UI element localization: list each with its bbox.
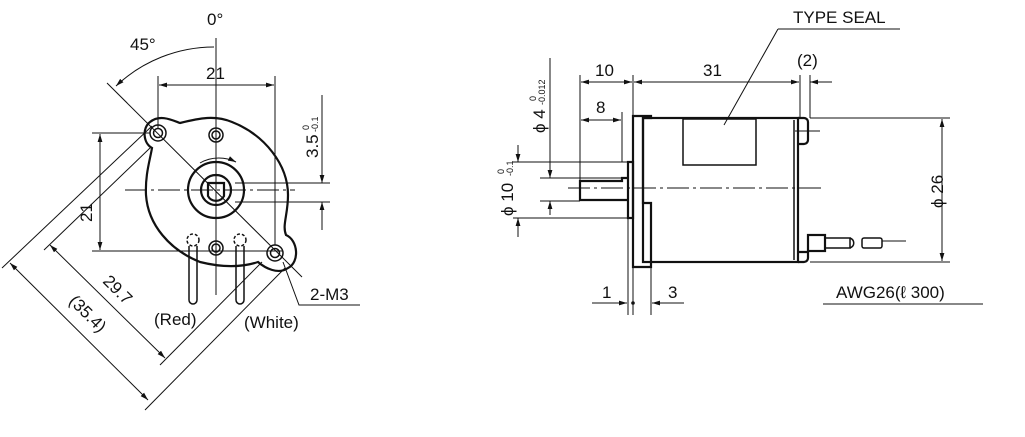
diagonal-pitch-label: 29.7 <box>99 271 136 308</box>
lead-wire-label: AWG26(ℓ 300) <box>836 283 945 302</box>
angle-arc <box>115 46 215 87</box>
overall-diagonal-label: (35.4) <box>65 291 110 336</box>
angle-zero-label: 0° <box>207 10 223 29</box>
type-seal-leader <box>723 28 779 126</box>
svg-text:-0.1: -0.1 <box>505 160 515 176</box>
wire-red <box>186 233 200 305</box>
lead-wire <box>806 233 906 253</box>
boss-thickness-label: 1 <box>602 283 611 302</box>
hole-pitch-h-label: 21 <box>206 64 225 83</box>
svg-text:3.5: 3.5 <box>303 134 322 158</box>
motor-body <box>641 116 800 264</box>
end-cap-bottom <box>798 250 810 264</box>
shaft-dia-dim: ϕ 4 0 -0.012 <box>528 79 549 133</box>
type-seal-area <box>682 118 757 166</box>
svg-text:ϕ 10: ϕ 10 <box>498 183 517 216</box>
shaft-usable-label: 8 <box>596 98 605 117</box>
rotation-arrow <box>199 156 237 164</box>
body-dia-label: ϕ 26 <box>928 175 947 208</box>
wire-white <box>233 233 247 305</box>
mount-hole-bottom-right <box>266 244 284 262</box>
svg-text:0: 0 <box>301 125 311 130</box>
svg-text:-0.1: -0.1 <box>310 116 320 132</box>
svg-text:-0.012: -0.012 <box>537 79 547 105</box>
screw-hole-bottom <box>208 240 224 256</box>
screw-hole-top <box>208 127 224 143</box>
svg-text:0: 0 <box>496 169 506 174</box>
cap-length-label: (2) <box>797 51 818 70</box>
svg-text:0: 0 <box>528 96 538 101</box>
type-seal-label: TYPE SEAL <box>793 8 886 27</box>
shaft-length-label: 10 <box>595 61 614 80</box>
flange-outline <box>143 116 298 272</box>
dim-35-4 <box>9 262 149 401</box>
shaft-flat-dim: 3.5 0 -0.1 <box>301 116 322 158</box>
shaft <box>578 176 628 202</box>
body-length-label: 31 <box>703 61 722 80</box>
angle-45-label: 45° <box>130 35 156 54</box>
flange-thickness-label: 3 <box>668 283 677 302</box>
mount-hole-leader <box>282 261 360 306</box>
wire-red-label: (Red) <box>154 310 197 329</box>
front-view: 0° 45° 21 3.5 0 -0.1 <box>1 10 360 411</box>
boss-dia-dim: ϕ 10 0 -0.1 <box>496 160 517 216</box>
boss <box>626 160 635 220</box>
wire-white-label: (White) <box>244 313 299 332</box>
mount-holes-label: 2-M3 <box>310 285 349 304</box>
side-view: TYPE SEAL 10 31 (2) 8 <box>496 8 983 315</box>
svg-text:ϕ 4: ϕ 4 <box>530 109 549 133</box>
hole-pitch-v-label: 21 <box>77 203 96 222</box>
